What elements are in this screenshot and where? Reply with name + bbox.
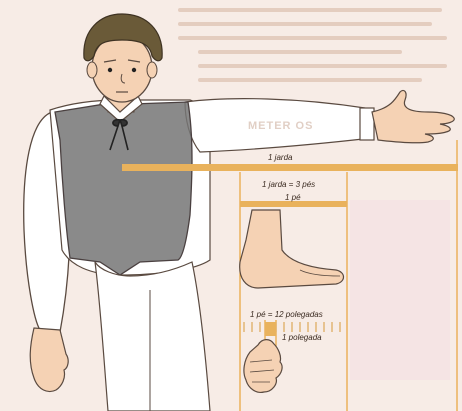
thumb-hand bbox=[244, 340, 282, 393]
inch-ruler-ticks bbox=[244, 322, 340, 332]
polegada-label: 1 polegada bbox=[282, 333, 322, 342]
pe-label: 1 pé bbox=[285, 193, 301, 202]
jarda-bar bbox=[122, 164, 458, 171]
legs bbox=[95, 262, 210, 411]
jarda-pes-label: 1 jarda = 3 pés bbox=[262, 180, 315, 189]
foot bbox=[240, 210, 344, 288]
jarda-label: 1 jarda bbox=[268, 153, 292, 162]
left-eye bbox=[108, 68, 112, 72]
pe-polegadas-label: 1 pé = 12 polegadas bbox=[250, 310, 323, 319]
right-hand bbox=[372, 90, 454, 142]
background-text-lines bbox=[180, 10, 445, 80]
background-panel bbox=[350, 200, 450, 380]
vest bbox=[55, 102, 192, 275]
right-ear bbox=[147, 62, 157, 78]
left-hand bbox=[30, 328, 68, 392]
left-ear bbox=[87, 62, 97, 78]
background-heading: METER OS bbox=[248, 120, 313, 132]
right-eye bbox=[132, 68, 136, 72]
polegada-mark bbox=[265, 322, 276, 336]
